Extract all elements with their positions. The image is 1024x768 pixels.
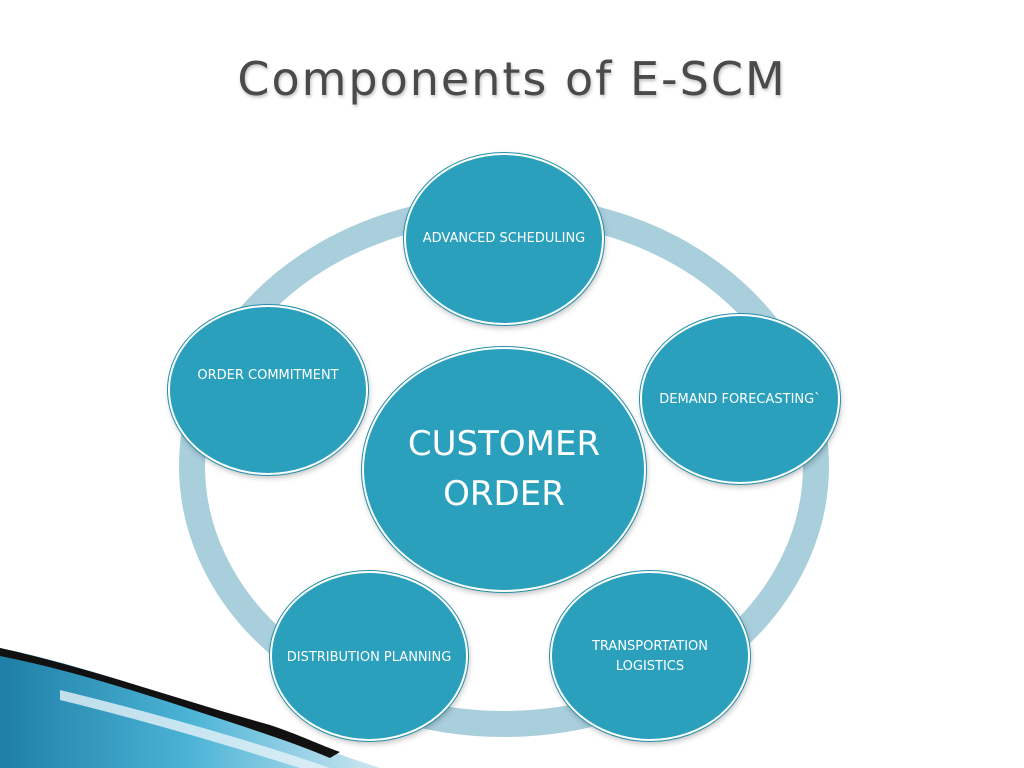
page-title: Components of E-SCM (237, 52, 787, 106)
demand-forecasting-node: DEMAND FORECASTING` (640, 314, 840, 484)
distribution-planning-node: DISTRIBUTION PLANNING (270, 571, 468, 741)
distribution-planning-label: DISTRIBUTION PLANNING (286, 650, 452, 665)
customer-order-label: CUSTOMER ORDER (407, 424, 601, 514)
transportation-logistics-node: TRANSPORTATION LOGISTICS (550, 571, 750, 741)
order-commitment-node: ORDER COMMITMENT (168, 305, 368, 475)
transportation-logistics-label: TRANSPORTATION LOGISTICS (591, 639, 709, 674)
demand-forecasting-label: DEMAND FORECASTING` (659, 392, 821, 407)
advanced-scheduling-label: ADVANCED SCHEDULING (422, 231, 586, 246)
advanced-scheduling-node: ADVANCED SCHEDULING (404, 153, 604, 325)
customer-order-center-node: CUSTOMER ORDER (362, 347, 646, 592)
order-commitment-label: ORDER COMMITMENT (197, 368, 339, 383)
